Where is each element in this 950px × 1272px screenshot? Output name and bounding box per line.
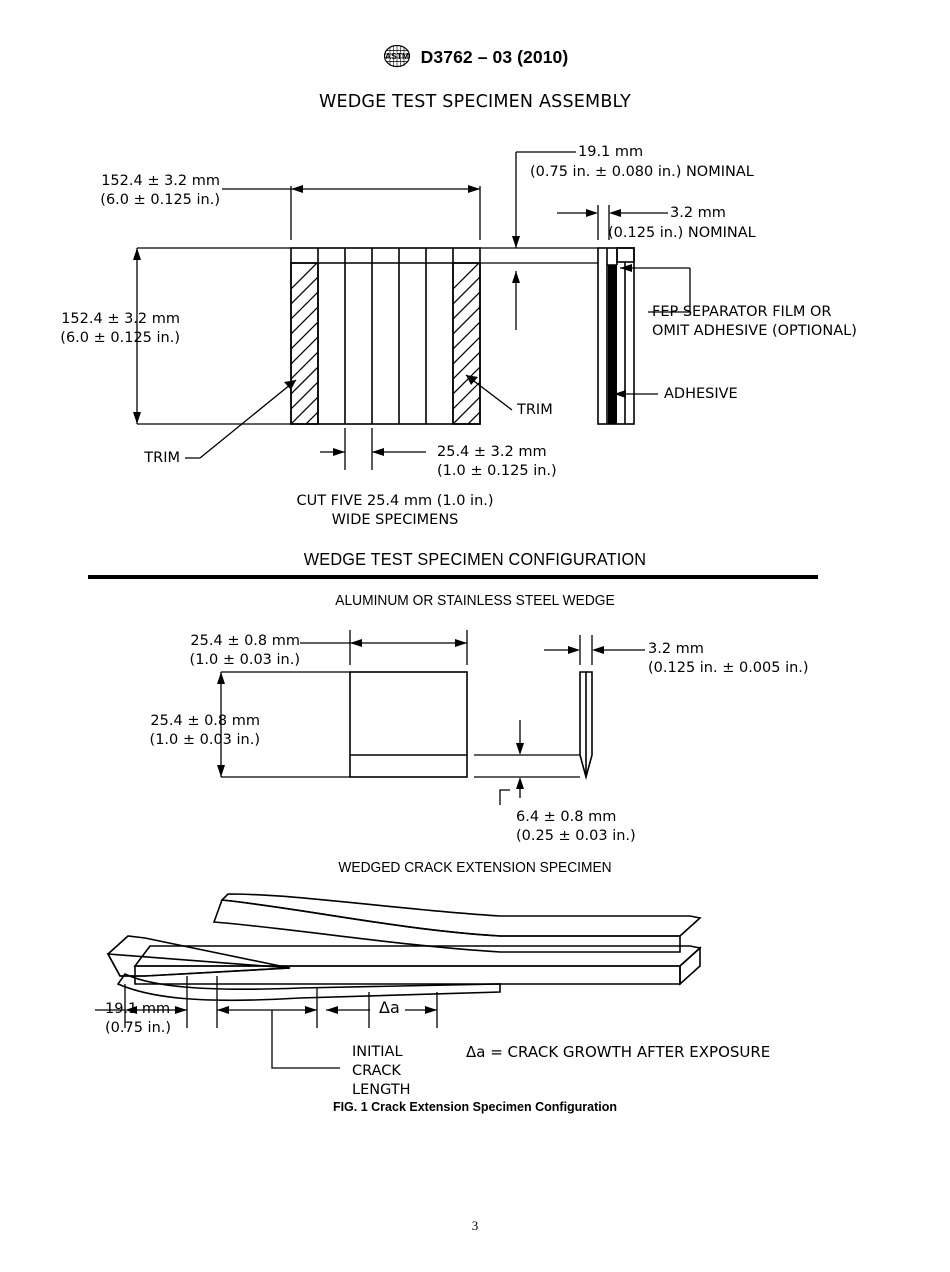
label-initial-line2: CRACK [352, 1063, 401, 1079]
dim-panel-width-mm: 152.4 ± 3.2 mm [101, 173, 220, 189]
dim-wedge-insert-mm: 19.1 mm [105, 1001, 171, 1017]
legend-delta-a: Δa = CRACK GROWTH AFTER EXPOSURE [466, 1043, 770, 1062]
crack-dimension-extension-lines [124, 976, 438, 1028]
dim-wedge-width-label: 25.4 ± 0.8 mm (1.0 ± 0.03 in.) [140, 632, 300, 669]
crack-specimen-lower-flap [116, 972, 501, 1002]
dimension-wedge-land [474, 720, 580, 805]
crack-specimen-upper-adherend [212, 893, 702, 953]
dim-wedge-insert-in: (0.75 in.) [105, 1019, 172, 1036]
dimension-assembly-thickness [512, 151, 576, 330]
dim-strip-width-mm: 25.4 ± 3.2 mm [437, 444, 547, 460]
dim-wedge-thickness-mm: 3.2 mm [648, 641, 704, 657]
dimension-wedge-insert [95, 1006, 187, 1014]
document-header: ASTM D3762 – 03 (2010) [0, 44, 950, 70]
dim-wedge-land-label: 6.4 ± 0.8 mm (0.25 ± 0.03 in.) [516, 808, 636, 845]
dim-strip-width-in: (1.0 ± 0.125 in.) [437, 463, 557, 479]
label-trim-right-text: TRIM [517, 402, 553, 418]
dim-wedge-height-in: (1.0 ± 0.03 in.) [149, 731, 260, 748]
crack-specimen-drawing [95, 893, 702, 1069]
dim-wedge-thickness-label: 3.2 mm (0.125 in. ± 0.005 in.) [648, 640, 809, 677]
legend-delta-a-text: Δa = CRACK GROWTH AFTER EXPOSURE [466, 1043, 771, 1061]
label-fep-separator: FEP SEPARATOR FILM OR OMIT ADHESIVE (OPTI… [652, 303, 857, 340]
dim-wedge-thickness-in: (0.125 in. ± 0.005 in.) [648, 659, 809, 676]
label-trim-right: TRIM [517, 401, 553, 420]
dim-panel-width-in: (6.0 ± 0.125 in.) [100, 191, 220, 208]
dimension-initial-crack-length [217, 1006, 317, 1014]
dim-wedge-land-in: (0.25 ± 0.03 in.) [516, 827, 636, 844]
symbol-delta-a-text: Δa [379, 998, 400, 1017]
note-cut-line2: WIDE SPECIMENS [331, 511, 459, 528]
subtitle-wedged-crack-specimen: WEDGED CRACK EXTENSION SPECIMEN [338, 860, 612, 876]
assembly-panel-top-view [290, 247, 481, 425]
dimension-adherend-thickness [557, 205, 668, 240]
crack-specimen-wedge [106, 935, 291, 977]
dim-assembly-thickness-in: (0.75 in. ± 0.080 in.) NOMINAL [530, 164, 754, 180]
page-number: 3 [471, 1218, 479, 1233]
dim-adherend-thickness-in: (0.125 in.) NOMINAL [608, 225, 756, 241]
dim-panel-height-in: (6.0 ± 0.125 in.) [60, 329, 180, 346]
leader-trim-right [465, 374, 513, 411]
leader-initial-crack-length [271, 1010, 340, 1069]
svg-text:ASTM: ASTM [385, 51, 409, 61]
label-initial-crack-length: INITIAL CRACK LENGTH [352, 1043, 411, 1100]
label-fep-line2: OMIT ADHESIVE (OPTIONAL) [652, 322, 857, 339]
label-adhesive-text: ADHESIVE [664, 386, 738, 402]
dim-wedge-insert-label: 19.1 mm (0.75 in.) [105, 1000, 171, 1037]
assembly-drawing [133, 151, 691, 470]
dim-panel-height-mm: 152.4 ± 3.2 mm [61, 311, 180, 327]
dim-adherend-thickness-label: 3.2 mm [670, 204, 726, 223]
label-trim-left: TRIM [80, 449, 180, 468]
leader-fep-separator [620, 264, 691, 313]
dim-wedge-height-mm: 25.4 ± 0.8 mm [150, 713, 260, 729]
label-initial-line3: LENGTH [352, 1082, 411, 1098]
wedge-side-view [579, 671, 593, 781]
dimension-delta-a [326, 1006, 437, 1014]
label-adhesive: ADHESIVE [664, 385, 738, 404]
trim-strip-left [290, 262, 319, 425]
trim-strip-right [452, 262, 481, 425]
symbol-delta-a: Δa [379, 998, 400, 1018]
leader-trim-left [185, 379, 297, 459]
section-title-configuration: WEDGE TEST SPECIMEN CONFIGURATION [303, 549, 647, 569]
wedge-drawing [217, 630, 645, 805]
wedge-front-view [349, 671, 468, 778]
dim-adherend-thickness-mm: 3.2 mm [670, 205, 726, 221]
dim-strip-width-in-label: (1.0 ± 0.125 in.) [437, 462, 557, 481]
dim-wedge-width-in: (1.0 ± 0.03 in.) [189, 651, 300, 668]
dimension-wedge-height [217, 671, 350, 778]
dim-adherend-thickness-in-label: (0.125 in.) NOMINAL [608, 224, 756, 243]
section-divider-rule [88, 575, 818, 579]
dimension-wedge-width [300, 630, 468, 665]
dim-panel-height-label: 152.4 ± 3.2 mm (6.0 ± 0.125 in.) [20, 310, 180, 347]
label-initial-line1: INITIAL [352, 1044, 403, 1060]
note-cut-specimens: CUT FIVE 25.4 mm (1.0 in.) WIDE SPECIMENS [200, 492, 590, 529]
dimension-wedge-thickness [544, 635, 645, 665]
dim-assembly-thickness-in-label: (0.75 in. ± 0.080 in.) NOMINAL [530, 163, 754, 182]
note-cut-line1: CUT FIVE 25.4 mm (1.0 in.) [296, 493, 494, 509]
dim-panel-width-label: 152.4 ± 3.2 mm (6.0 ± 0.125 in.) [60, 172, 220, 209]
dim-assembly-thickness-label: 19.1 mm [578, 143, 643, 162]
section-title-assembly: WEDGE TEST SPECIMEN ASSEMBLY [318, 92, 632, 112]
assembly-edge-view [480, 247, 635, 425]
dimension-panel-width [222, 185, 481, 240]
dimension-panel-height [133, 247, 291, 425]
dimension-strip-width [320, 428, 426, 470]
figure-caption: FIG. 1 Crack Extension Specimen Configur… [332, 1100, 618, 1114]
subtitle-wedge-material: ALUMINUM OR STAINLESS STEEL WEDGE [335, 593, 615, 609]
label-fep-line1: FEP SEPARATOR FILM OR [652, 304, 832, 320]
dim-strip-width-label: 25.4 ± 3.2 mm [437, 443, 547, 462]
leader-adhesive [614, 390, 658, 398]
dim-wedge-height-label: 25.4 ± 0.8 mm (1.0 ± 0.03 in.) [100, 712, 260, 749]
standard-designation: D3762 – 03 (2010) [420, 46, 569, 67]
label-trim-left-text: TRIM [144, 450, 180, 466]
astm-logo-icon: ASTM [383, 44, 410, 68]
dim-wedge-land-mm: 6.4 ± 0.8 mm [516, 809, 617, 825]
dim-assembly-thickness-mm: 19.1 mm [578, 144, 644, 160]
dim-wedge-width-mm: 25.4 ± 0.8 mm [190, 633, 300, 649]
